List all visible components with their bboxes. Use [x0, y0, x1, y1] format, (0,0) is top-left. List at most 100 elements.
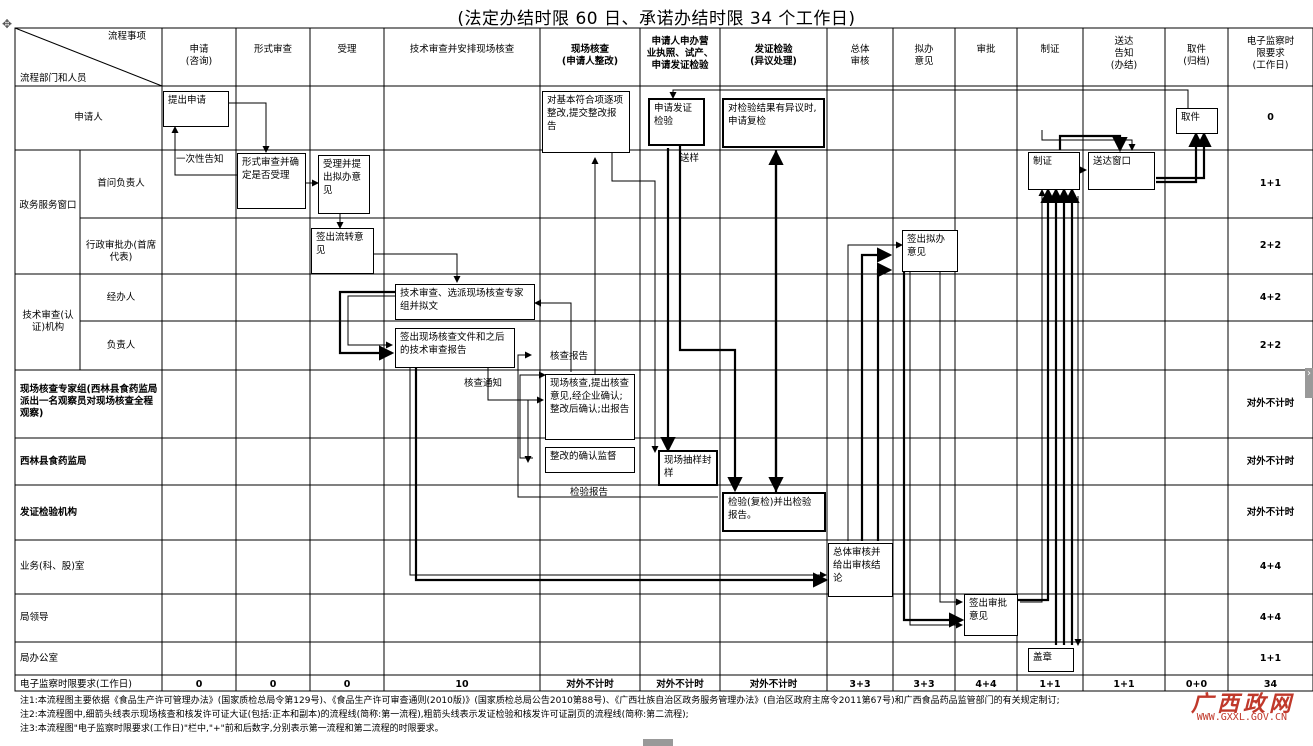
box-approve: 签出审批意见 [964, 594, 1018, 636]
resize-handle-bottom[interactable] [643, 739, 673, 746]
column-header-line: 技术审查并安排现场核查 [409, 44, 515, 55]
row-label: 负责人 [106, 339, 136, 351]
row-time-limit: 4+2 [1259, 291, 1282, 303]
box-seal: 盖章 [1028, 648, 1074, 672]
column-header: 审批 [955, 44, 1017, 56]
resize-handle-right[interactable]: › [1305, 368, 1313, 398]
row-group-label: 政务服务窗口 [19, 200, 77, 211]
row-label: 首问负责人 [97, 178, 145, 189]
footer-value: 1+1 [1039, 679, 1061, 690]
column-header-line: 审批 [976, 44, 996, 55]
page-title: (法定办结时限 60 日、承诺办结时限 34 个工作日) [457, 9, 856, 29]
column-header: 拟办意见 [893, 44, 955, 68]
footer-value: 3+3 [913, 679, 935, 690]
column-header: 制证 [1017, 44, 1083, 56]
corner-top-label: 流程事项 [108, 31, 147, 42]
label-check-report: 核查报告 [550, 351, 589, 362]
footer-value: 3+3 [849, 679, 871, 690]
box-onsite-check: 现场核查,提出核查意见,经企业确认;整改后确认;出报告 [545, 374, 635, 440]
column-header-line: (咨询) [185, 56, 213, 67]
row-label: 申请人 [74, 112, 103, 123]
row-time-limit: 对外不计时 [1246, 506, 1295, 518]
row-label: 局领导 [20, 612, 49, 623]
column-header: 发证检验(异议处理) [720, 44, 827, 68]
row-time-limit: 对外不计时 [1246, 398, 1295, 409]
column-header: 技术审查并安排现场核查 [384, 44, 540, 56]
row-label: 行政审批办(首席代表) [85, 240, 157, 263]
column-header-line: 意见 [914, 56, 934, 67]
column-header: 现场核查(申请人整改) [540, 44, 640, 68]
row-label: 发证检验机构 [20, 506, 78, 518]
row-time-limit: 4+4 [1259, 561, 1282, 572]
box-approval-view: 签出流转意见 [311, 228, 374, 274]
footer-value: 对外不计时 [566, 679, 614, 690]
footer-value: 1+1 [1113, 679, 1135, 690]
label-check-notice: 核查通知 [464, 378, 503, 389]
box-test-report: 检验(复检)并出检验报告。 [722, 492, 826, 532]
footer-value: 0+0 [1185, 679, 1208, 690]
row-label: 现场核查专家组(西林县食药监局派出一名观察员对现场核查全程观察) [20, 384, 158, 419]
row-time-limit: 2+2 [1259, 240, 1282, 251]
box-apply-inspect: 申请发证检验 [648, 98, 705, 146]
column-header-line: (归档) [1183, 56, 1210, 67]
note-2: 注2:本流程图中,细箭头线表示现场核查和核发许可证大证(包括:正本和副本)的流程… [20, 710, 689, 720]
box-deliver: 送达窗口 [1088, 152, 1155, 190]
column-header-line: 申请人申办营 [651, 36, 709, 47]
column-header-line: (办结) [1110, 60, 1138, 71]
column-header-line: 发证检验 [754, 44, 793, 55]
column-header-line: 限要求 [1256, 48, 1285, 59]
row-group-label: 技术审查(认证)机构 [22, 310, 74, 333]
column-header-line: 制证 [1040, 44, 1060, 55]
column-header: 电子监察时限要求(工作日) [1228, 36, 1313, 72]
column-header-line: (工作日) [1252, 60, 1289, 71]
footer-value: 0 [195, 679, 203, 690]
box-make-cert: 制证 [1028, 152, 1080, 190]
column-header-line: 形式审查 [253, 44, 292, 55]
row-label: 业务(科、股)室 [20, 561, 85, 572]
column-header: 送达告知(办结) [1083, 36, 1165, 72]
box-rectify: 对基本符合项逐项整改,提交整改报告 [542, 91, 630, 153]
box-pickup: 取件 [1176, 108, 1218, 134]
column-header-line: 取件 [1186, 44, 1206, 55]
column-header-line: 总体 [850, 44, 870, 55]
box-sampling: 现场抽样封样 [658, 450, 718, 486]
label-send-sample: 送样 [680, 153, 700, 164]
box-formal-review: 形式审查并确定是否受理 [237, 153, 306, 209]
column-header-line: 电子监察时 [1246, 36, 1295, 47]
label-test-report: 检验报告 [570, 487, 609, 498]
box-accept: 受理并提出拟办意见 [318, 155, 370, 214]
column-header-line: 告知 [1114, 48, 1134, 59]
footer-value: 34 [1263, 679, 1278, 690]
footer-value: 对外不计时 [656, 679, 704, 690]
note-3: 注3:本流程图"电子监察时限要求(工作日)"栏中,"+"前和后数字,分别表示第一… [20, 724, 444, 734]
corner-bottom-label: 流程部门和人员 [20, 73, 87, 84]
box-objection: 对检验结果有异议时,申请复检 [722, 98, 825, 148]
box-overall-review: 总体审核并给出审核结论 [828, 543, 893, 597]
column-header: 总体审核 [827, 44, 893, 68]
footer-value: 10 [455, 679, 469, 690]
row-time-limit: 4+4 [1259, 612, 1282, 623]
row-time-limit: 1+1 [1259, 178, 1282, 189]
footer-value: 对外不计时 [749, 679, 798, 690]
box-sign-docs: 签出现场核查文件和之后的技术审查报告 [395, 328, 515, 368]
column-header-line: 受理 [337, 44, 357, 55]
row-time-limit: 对外不计时 [1246, 455, 1295, 467]
footer-value: 4+4 [975, 679, 997, 690]
column-header: 申请(咨询) [162, 44, 236, 68]
column-header: 受理 [310, 44, 384, 56]
column-header-line: 申请发证检验 [651, 60, 709, 71]
column-header-line: 现场核查 [570, 44, 609, 55]
column-header-line: 申请 [189, 44, 209, 55]
column-header-line: (异议处理) [750, 56, 797, 67]
note-1: 注1:本流程图主要依据《食品生产许可管理办法》(国家质检总局令第129号)、《食… [20, 696, 1060, 706]
box-tech-review: 技术审查、选派现场核查专家组并拟文 [395, 284, 535, 320]
row-label: 西林县食药监局 [20, 455, 87, 467]
footer-value: 0 [343, 679, 351, 690]
column-header: 形式审查 [236, 44, 310, 56]
column-header-line: (申请人整改) [561, 56, 619, 67]
column-header: 申请人申办营业执照、试产、申请发证检验 [640, 36, 720, 72]
box-proposal: 签出拟办意见 [902, 230, 958, 272]
watermark-url: WWW.GXXL.GOV.CN [1196, 712, 1287, 723]
row-time-limit: 0 [1267, 112, 1274, 123]
move-handle-icon[interactable]: ✥ [2, 17, 13, 31]
